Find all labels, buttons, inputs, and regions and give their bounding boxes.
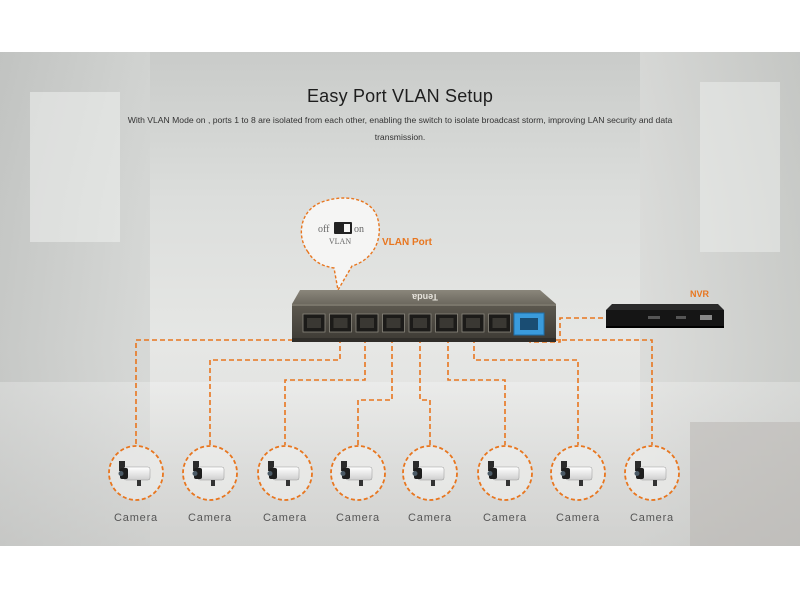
vlan-port-label: VLAN Port xyxy=(382,237,433,248)
network-switch: Tenda xyxy=(292,290,556,342)
cable-3 xyxy=(284,330,366,445)
switch-port-7 xyxy=(461,313,485,333)
camera-6 xyxy=(477,445,533,501)
switch-port-6 xyxy=(435,313,458,333)
camera-5 xyxy=(402,445,458,501)
camera-label-5: Camera xyxy=(408,512,452,524)
cable-1 xyxy=(135,330,316,445)
switch-port-1 xyxy=(302,313,326,333)
nvr-label: NVR xyxy=(690,289,710,299)
page-title: Easy Port VLAN Setup xyxy=(306,86,494,106)
nvr-device xyxy=(606,304,724,328)
cable-2 xyxy=(209,330,341,445)
switch-port-8 xyxy=(488,313,511,333)
camera-label-2: Camera xyxy=(188,512,232,524)
camera-label-7: Camera xyxy=(556,512,600,524)
camera-4 xyxy=(330,445,386,501)
switch-port-4 xyxy=(382,313,405,333)
camera-label-1: Camera xyxy=(114,512,158,524)
camera-label-3: Camera xyxy=(263,512,307,524)
camera-2 xyxy=(182,445,238,501)
camera-1 xyxy=(108,445,164,501)
camera-8 xyxy=(624,445,680,501)
cable-4 xyxy=(357,330,393,445)
vlan-callout: off on VLAN xyxy=(300,197,380,292)
camera-label-6: Camera xyxy=(483,512,527,524)
switch-brand-logo: Tenda xyxy=(411,292,438,302)
cable-5 xyxy=(419,330,431,445)
cable-6 xyxy=(447,330,506,445)
switch-port-2 xyxy=(329,313,352,333)
camera-3 xyxy=(257,445,313,501)
cable-7 xyxy=(473,330,579,445)
camera-label-4: Camera xyxy=(336,512,380,524)
vlan-toggle-caption: VLAN xyxy=(329,237,351,246)
switch-port-5 xyxy=(408,313,432,333)
cable-8 xyxy=(499,330,653,445)
vlan-toggle-on-label: on xyxy=(354,224,364,235)
page-description: With VLAN Mode on , ports 1 to 8 are iso… xyxy=(127,115,673,142)
switch-port-3 xyxy=(355,313,379,333)
camera-label-8: Camera xyxy=(630,512,674,524)
camera-7 xyxy=(550,445,606,501)
vlan-toggle-off-label: off xyxy=(318,224,330,235)
